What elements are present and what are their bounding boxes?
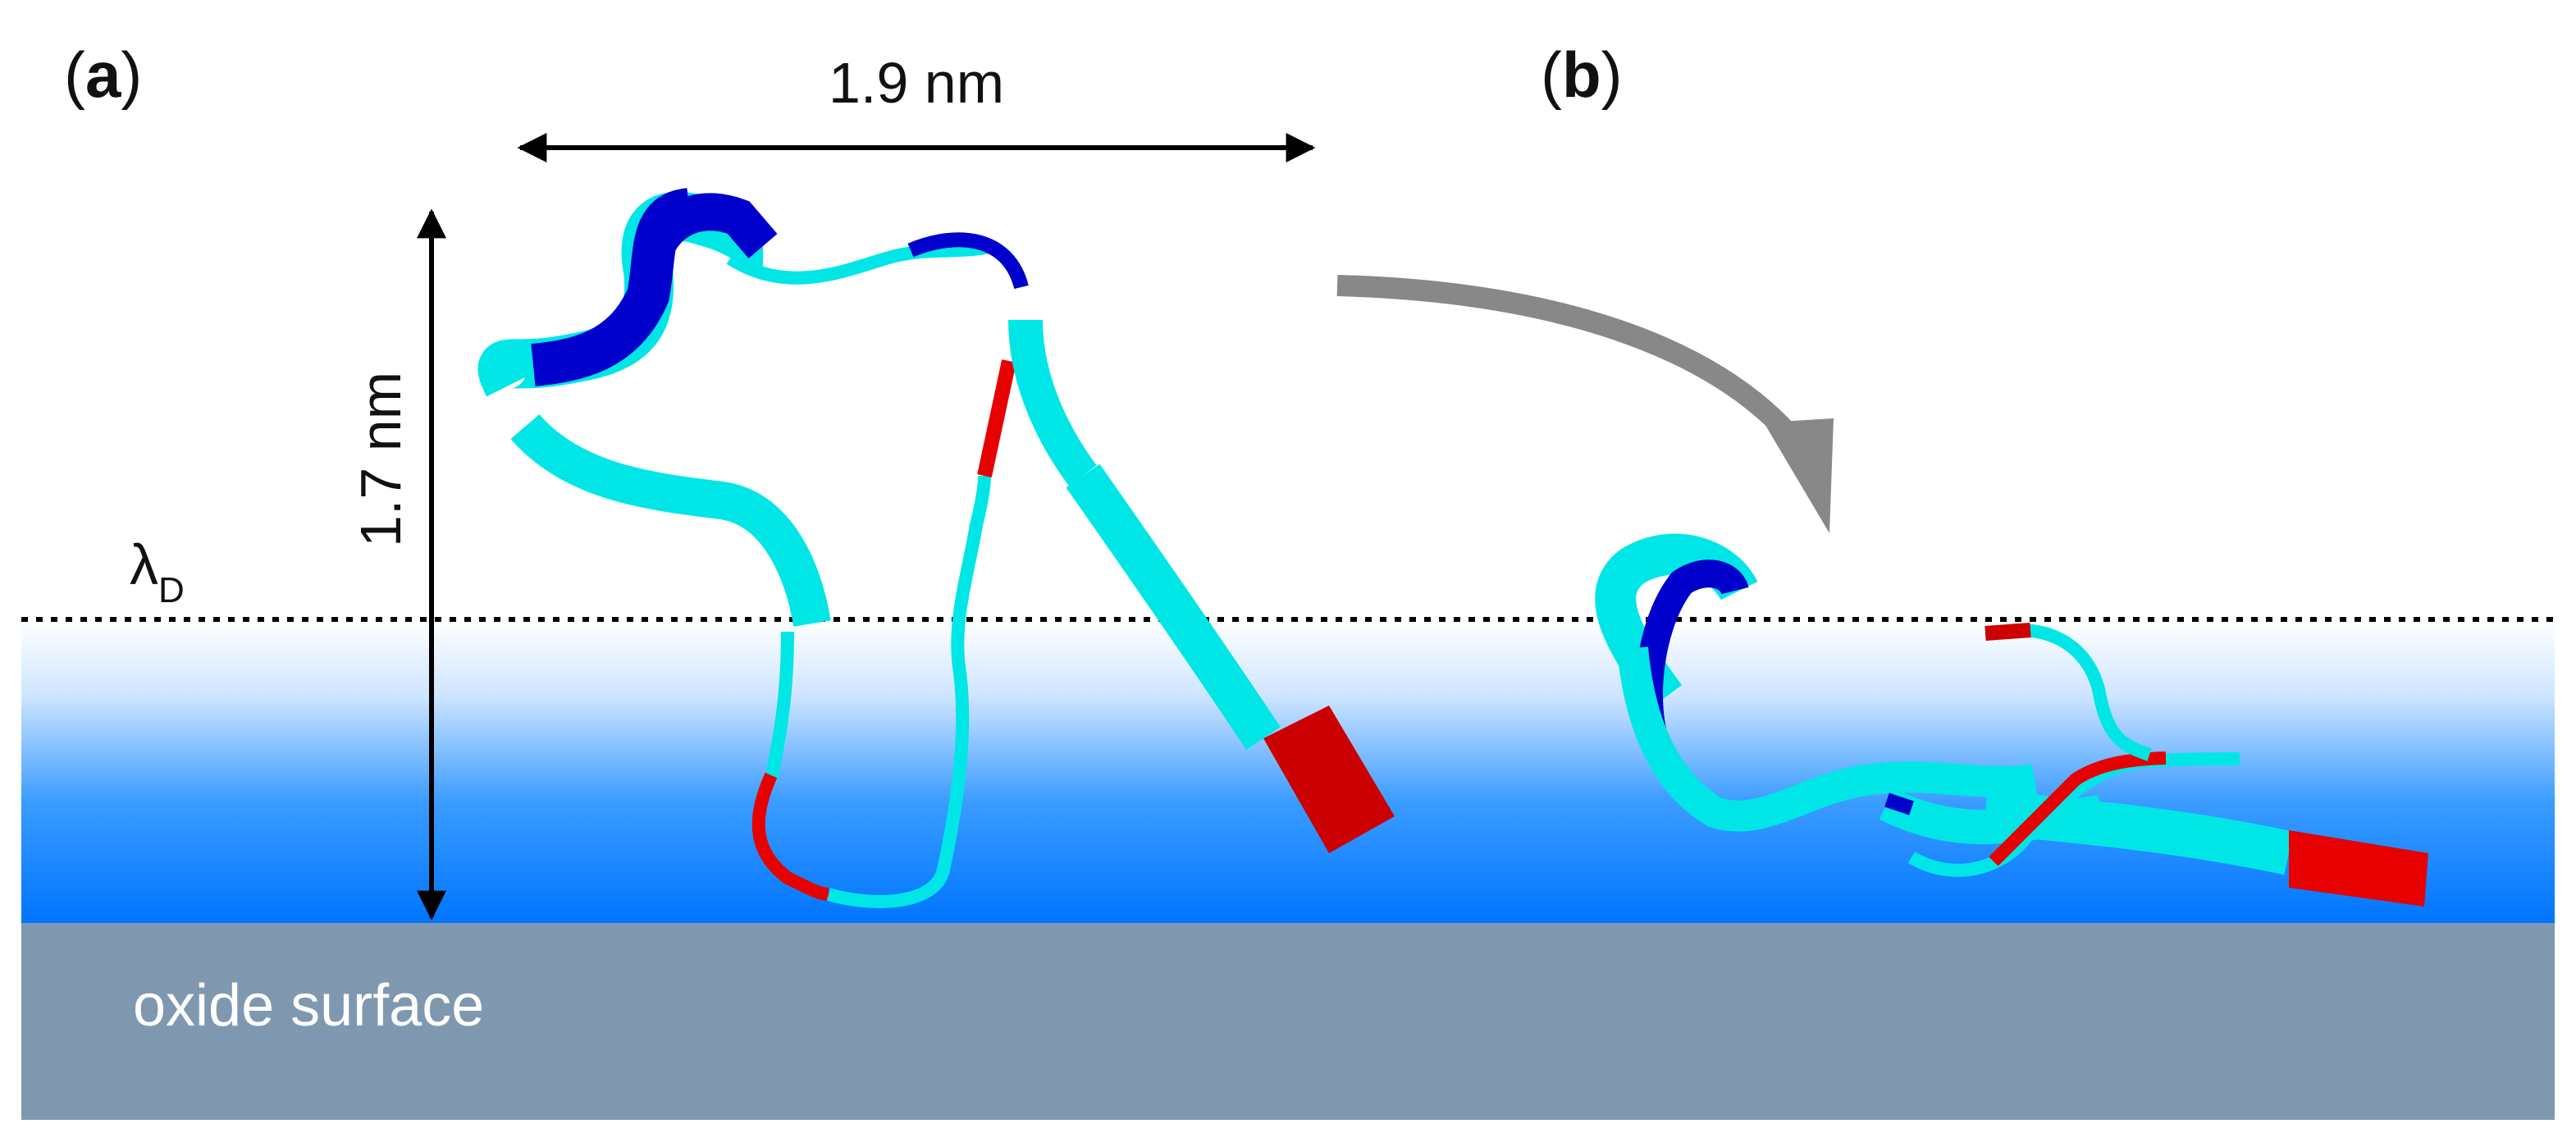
- lambda-symbol: λ: [130, 532, 158, 596]
- panel-a-letter: a: [85, 39, 121, 111]
- peptide-structure-a: [477, 188, 1395, 908]
- conformation-change-arrow: [1336, 275, 1805, 450]
- lambda-subscript: D: [158, 570, 185, 610]
- conformation-change-arrowhead: [1764, 418, 1834, 533]
- panel-a-label: (a): [64, 39, 142, 111]
- surface-label: oxide surface: [133, 973, 484, 1039]
- panel-b-letter: b: [1562, 39, 1601, 111]
- width-dimension-label: 1.9 nm: [829, 51, 1004, 115]
- panel-b-label: (b): [1541, 39, 1623, 111]
- oxide-surface: [21, 923, 2555, 1120]
- peptide-structure-b: [1595, 533, 2428, 907]
- debye-length-label: λD: [130, 532, 185, 610]
- height-dimension-label: 1.7 nm: [349, 372, 413, 547]
